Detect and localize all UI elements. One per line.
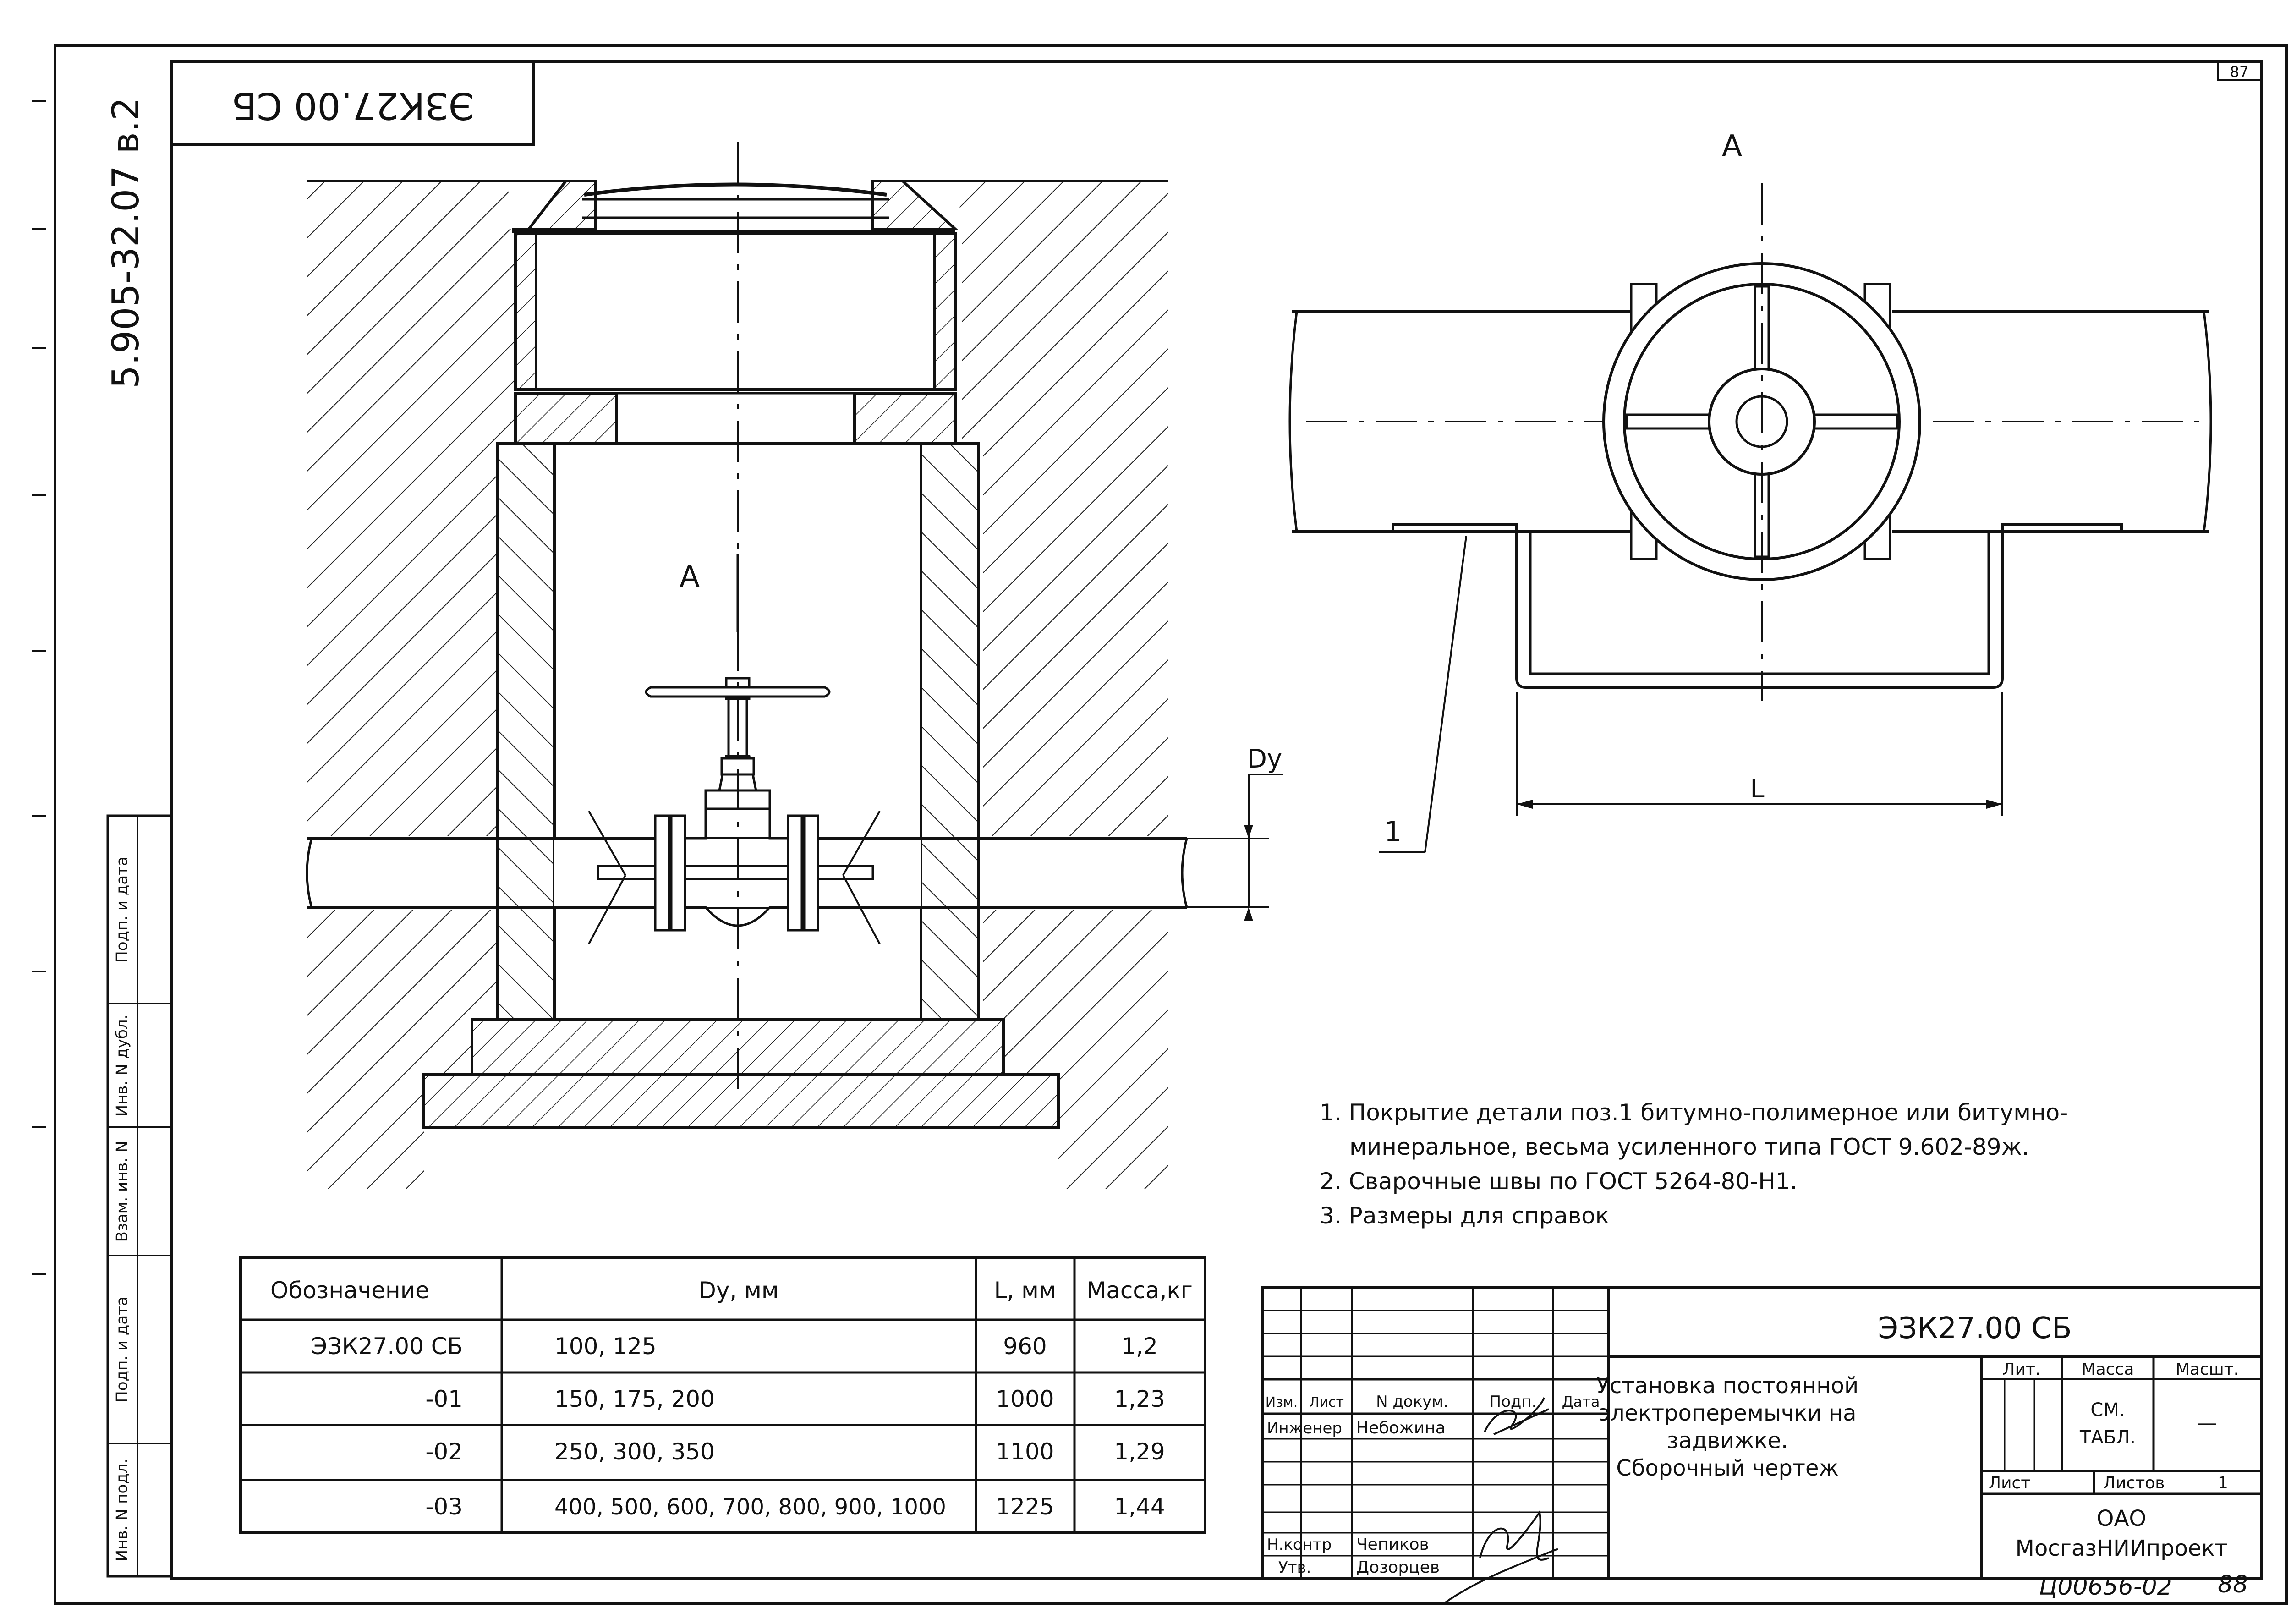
table-cell: 1100 <box>996 1438 1054 1465</box>
table-cell: -02 <box>425 1438 463 1465</box>
stamp-sheets-value: 1 <box>2218 1474 2228 1492</box>
stamp-mass-value-1: СМ. <box>2090 1399 2125 1421</box>
manhole-lid <box>584 182 887 197</box>
margin-ticks <box>32 100 46 1275</box>
outer-frame <box>54 44 2288 1605</box>
handwheel <box>645 686 831 698</box>
stamp-col-list: Лист <box>1309 1394 1344 1410</box>
table-cell: -03 <box>425 1493 463 1520</box>
stamp-col-data: Дата <box>1562 1393 1600 1410</box>
stamp-col-izm: Изм. <box>1266 1394 1298 1410</box>
stamp-role-approve: Утв. <box>1278 1558 1311 1577</box>
stamp-title-4: Сборочный чертеж <box>1616 1455 1839 1481</box>
table-cell: 1,2 <box>1121 1333 1158 1360</box>
stamp-name-approve: Дозорцев <box>1356 1558 1440 1577</box>
plan-view: A L 1 <box>1288 129 2212 853</box>
stamp-org-1: ОАО <box>2097 1506 2146 1531</box>
stamp-sheets-label: Листов <box>2103 1474 2165 1492</box>
series-code: 5.905-32.07 в.2 <box>104 97 147 389</box>
stamp-name-engineer: Небожина <box>1356 1419 1446 1437</box>
note-3: 3. Размеры для справок <box>1320 1202 1609 1229</box>
side-label-podp-1: Подп. и дата <box>113 1296 132 1403</box>
stamp-title-3: задвижке. <box>1667 1428 1788 1454</box>
side-label-podp-2: Подп. и дата <box>113 856 132 963</box>
note-1: 1. Покрытие детали поз.1 битумно-полимер… <box>1320 1099 2068 1126</box>
handwritten-archive: Ц00656-02 <box>2039 1573 2172 1601</box>
page-number-box <box>2217 61 2262 81</box>
table-cell: 100, 125 <box>554 1333 657 1360</box>
soil-right <box>958 181 1168 1189</box>
note-1-cont: минеральное, весьма усиленного типа ГОСТ… <box>1349 1134 2029 1160</box>
stamp-role-engineer: Инженер <box>1267 1419 1342 1437</box>
table-header-l: L, мм <box>994 1277 1056 1304</box>
table-cell: 960 <box>1003 1333 1047 1360</box>
code-top: ЭЗК27.00 СБ <box>231 84 474 127</box>
table-cell: 400, 500, 600, 700, 800, 900, 1000 <box>554 1494 946 1520</box>
view-label-plan: A <box>1722 129 1742 163</box>
table-cell: 1000 <box>996 1386 1054 1412</box>
table-cell: 1,44 <box>1114 1493 1165 1520</box>
title-block: Изм. Лист N докум. Подп. Дата Инженер Не… <box>1261 1286 2263 1605</box>
spec-table: Обозначение Dy, мм L, мм Масса,кг ЭЗК27.… <box>239 1256 1206 1534</box>
code-box-top <box>170 60 535 146</box>
callout-1: 1 <box>1384 816 1402 848</box>
stamp-role-control: Н.контр <box>1267 1536 1332 1554</box>
side-strip: Инв. N подл. Подп. и дата Взам. инв. N И… <box>106 814 173 1578</box>
table-cell: ЭЗК27.00 СБ <box>311 1333 463 1360</box>
table-cell: 1,23 <box>1114 1386 1165 1412</box>
table-cell: 1,29 <box>1114 1438 1165 1465</box>
table-cell: 150, 175, 200 <box>554 1386 715 1412</box>
handwritten-sheet: 88 <box>2218 1571 2248 1598</box>
dim-dy: Dy <box>1247 744 1282 774</box>
table-cell: 1225 <box>996 1493 1054 1520</box>
stamp-sheet-label: Лист <box>1989 1474 2030 1492</box>
signature-engineer <box>1484 1397 1549 1435</box>
stamp-lit-label: Лит. <box>2003 1360 2041 1379</box>
stamp-scale-label: Масшт. <box>2176 1360 2239 1379</box>
page-number: 87 <box>2230 63 2249 81</box>
table-header-mass: Масса,кг <box>1086 1277 1193 1304</box>
dim-l: L <box>1750 774 1764 804</box>
soil-left <box>307 181 515 1189</box>
stamp-name-control: Чепиков <box>1356 1535 1429 1554</box>
stamp-mass-value-2: ТАБЛ. <box>2079 1427 2136 1448</box>
table-header-dy: Dy, мм <box>698 1277 778 1304</box>
table-header-designation: Обозначение <box>270 1277 429 1304</box>
stamp-code: ЭЗК27.00 СБ <box>1878 1311 2072 1345</box>
table-cell: -01 <box>425 1386 463 1412</box>
side-label-inv-dubl: Инв. N дубл. <box>113 1015 132 1117</box>
stamp-title-1: Установка постоянной <box>1596 1373 1858 1399</box>
table-cell: 250, 300, 350 <box>554 1438 715 1465</box>
jumper-strip <box>597 865 874 880</box>
stamp-col-podp: Подп. <box>1490 1393 1537 1411</box>
stamp-col-ndoc: N докум. <box>1376 1393 1448 1411</box>
side-label-inv-podl: Инв. N подл. <box>113 1459 132 1562</box>
note-2: 2. Сварочные швы по ГОСТ 5264-80-Н1. <box>1320 1168 1798 1195</box>
stamp-title-2: электроперемычки на <box>1599 1400 1857 1426</box>
stamp-scale-value: — <box>2197 1411 2217 1435</box>
stamp-mass-label: Масса <box>2082 1360 2134 1379</box>
view-label-section: A <box>680 560 700 594</box>
signature-control <box>1442 1509 1558 1605</box>
section-view: A Dy <box>306 142 1283 1189</box>
notes: 1. Покрытие детали поз.1 битумно-полимер… <box>1320 1099 2068 1229</box>
stamp-org-2: МосгазНИИпроект <box>2016 1536 2228 1561</box>
side-label-vzam: Взам. инв. N <box>113 1141 132 1242</box>
